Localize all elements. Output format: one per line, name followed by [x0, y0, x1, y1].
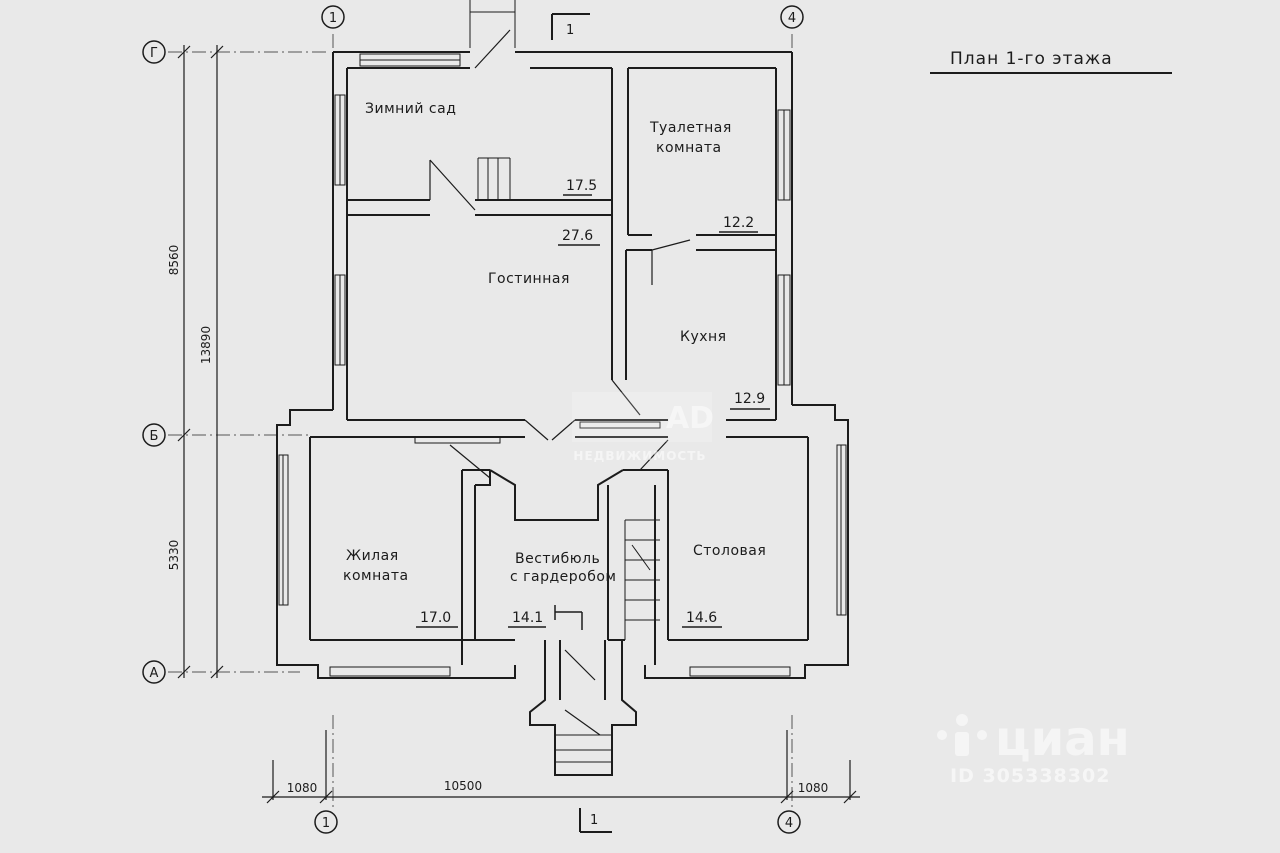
wardrobe-mark	[554, 605, 583, 630]
dim-5330: 5330	[167, 540, 181, 571]
svg-text:4: 4	[788, 11, 796, 26]
dim-13890: 13890	[199, 326, 213, 364]
room-living-room: Гостинная 27.6	[488, 228, 600, 287]
svg-text:4: 4	[785, 816, 793, 831]
section-mark-bottom: 1	[579, 808, 612, 833]
svg-text:1: 1	[566, 23, 574, 38]
svg-text:комната: комната	[343, 568, 409, 584]
svg-text:комната: комната	[656, 140, 722, 156]
dim-1080-right: 1080	[798, 781, 829, 795]
svg-text:17.0: 17.0	[420, 610, 451, 626]
section-mark-top: 1	[551, 13, 590, 40]
axis-marker-4-top: 4	[780, 5, 804, 29]
svg-text:Вестибюль: Вестибюль	[515, 551, 600, 567]
svg-text:17.5: 17.5	[566, 178, 597, 194]
doors	[429, 29, 691, 736]
svg-text:Кухня: Кухня	[680, 329, 727, 345]
room-kitchen: Кухня 12.9	[680, 329, 770, 410]
vertical-dimensions	[177, 45, 224, 679]
svg-text:НЕДВИЖИМОСТЬ: НЕДВИЖИМОСТЬ	[573, 449, 706, 463]
axis-marker-b: Б	[142, 423, 166, 447]
svg-text:12.9: 12.9	[734, 391, 765, 407]
cian-watermark: циан ID 305338302	[937, 711, 1130, 787]
svg-text:1: 1	[322, 816, 330, 831]
dim-10500: 10500	[444, 779, 482, 793]
plan-title: План 1-го этажа	[950, 49, 1113, 69]
staircase	[469, 0, 660, 763]
svg-text:А: А	[150, 666, 159, 681]
axis-marker-g: Г	[142, 40, 166, 64]
room-dining: Столовая 14.6	[682, 543, 766, 628]
windows	[278, 53, 847, 677]
axis-marker-a: А	[142, 660, 166, 684]
svg-text:14.6: 14.6	[686, 610, 717, 626]
horizontal-dimensions	[262, 730, 860, 804]
axis-marker-1-bottom: 1	[314, 810, 338, 834]
svg-text:Г: Г	[150, 46, 158, 61]
svg-text:ID 305338302: ID 305338302	[950, 765, 1110, 787]
svg-text:Зимний сад: Зимний сад	[365, 101, 456, 117]
room-bedroom: Жилая комната 17.0	[343, 548, 458, 628]
svg-text:1: 1	[329, 11, 337, 26]
svg-text:1: 1	[590, 813, 598, 828]
dim-1080-left: 1080	[287, 781, 318, 795]
svg-text:Гостинная: Гостинная	[488, 271, 570, 287]
svg-text:Туалетная: Туалетная	[649, 120, 732, 136]
svg-text:с гардеробом: с гардеробом	[510, 569, 616, 585]
svg-text:Б: Б	[150, 429, 159, 444]
axis-marker-1-top: 1	[321, 5, 345, 29]
walls	[276, 51, 849, 776]
svg-text:12.2: 12.2	[723, 215, 754, 231]
axis-marker-4-bottom: 4	[777, 810, 801, 834]
svg-text:Жилая: Жилая	[346, 548, 399, 564]
room-winter-garden: Зимний сад 17.5	[365, 101, 597, 196]
svg-text:27.6: 27.6	[562, 228, 593, 244]
room-toilet: Туалетная комната 12.2	[649, 120, 758, 233]
room-vestibule: Вестибюль с гардеробом 14.1	[508, 551, 616, 628]
svg-text:14.1: 14.1	[512, 610, 543, 626]
dim-8560: 8560	[167, 245, 181, 276]
svg-text:AD: AD	[666, 401, 714, 436]
svg-text:циан: циан	[995, 711, 1130, 767]
center-watermark: AD НЕДВИЖИМОСТЬ	[572, 392, 714, 463]
cian-logo-icon	[937, 714, 987, 756]
svg-text:Столовая: Столовая	[693, 543, 766, 559]
